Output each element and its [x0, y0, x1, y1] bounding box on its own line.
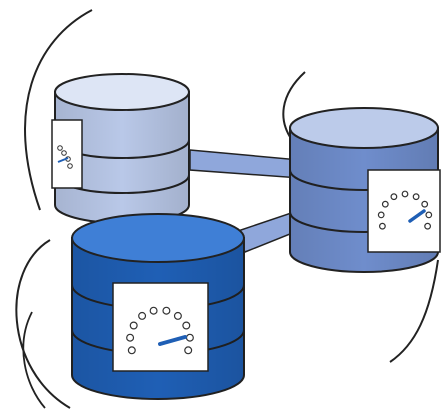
gauge-dot: [129, 321, 138, 330]
gauge-dot: [425, 211, 433, 219]
gauge-dot: [412, 193, 420, 201]
gauge-dot: [184, 346, 193, 355]
gauge-dot: [182, 321, 191, 330]
gauge-dot: [185, 333, 194, 342]
gauge-dot: [162, 306, 171, 315]
right-database-icon: [289, 107, 441, 273]
gauge-dot: [138, 311, 147, 320]
connector-back-to-right: [189, 149, 301, 179]
decor-arc-left-top: [24, 9, 93, 211]
gauge-dot: [173, 311, 182, 320]
front-database-icon: [71, 213, 245, 400]
gauge-dot: [381, 200, 389, 208]
gauge-dot: [149, 306, 158, 315]
back-gauge-panel: [51, 119, 83, 189]
gauge-dot: [401, 190, 409, 198]
right-speedometer-gauge-icon: [367, 169, 441, 253]
gauge-dot: [127, 346, 136, 355]
gauge-dot: [126, 333, 135, 342]
front-speedometer-gauge-icon: [112, 282, 209, 372]
gauge-dot: [424, 222, 432, 230]
gauge-dot: [379, 222, 386, 230]
decor-arc-left-bottom-2: [22, 311, 46, 409]
decor-arc-left-bottom: [15, 239, 71, 409]
decor-arc-right-bottom: [389, 259, 439, 363]
back-database-icon: [51, 73, 190, 224]
gauge-dot: [421, 200, 429, 208]
gauge-dot: [377, 211, 385, 219]
decor-arc-right-top: [282, 71, 306, 141]
gauge-dot: [390, 193, 398, 201]
